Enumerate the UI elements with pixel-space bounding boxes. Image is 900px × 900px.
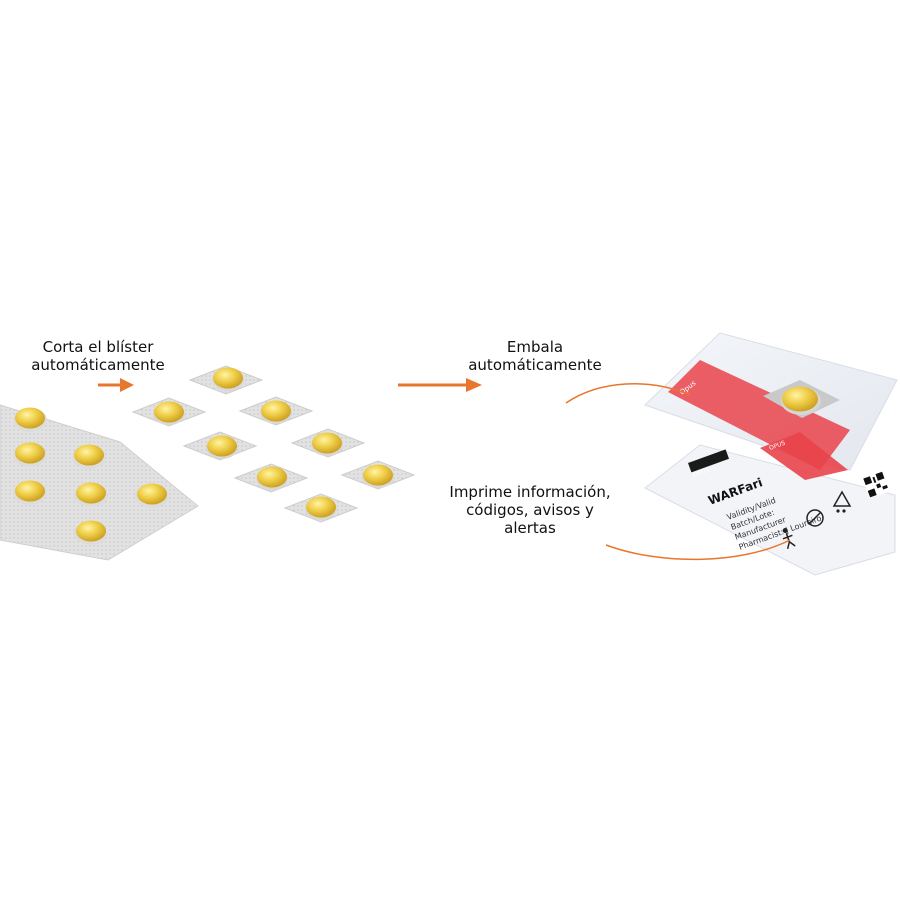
tablet (13, 480, 47, 505)
step-label-cut: Corta el blíster automáticamente (18, 338, 178, 374)
tablet (13, 407, 47, 432)
step-label-line: códigos, avisos y (466, 501, 594, 519)
step-label-print: Imprime información, códigos, avisos y a… (430, 483, 630, 537)
blister-unit (340, 460, 416, 490)
blister-unit (290, 428, 366, 458)
cut-blister-units (131, 365, 416, 523)
pregnancy-warning-icon (782, 527, 796, 549)
drowsiness-warning-icon (832, 490, 852, 513)
tablet (74, 520, 108, 545)
blister-unit (188, 365, 264, 395)
blister-unit (283, 493, 359, 523)
qr-code-icon (862, 470, 891, 499)
step-label-line: Corta el blíster (42, 338, 154, 356)
blister-unit (182, 431, 258, 461)
blister-sheet (0, 404, 199, 561)
packaged-pouches: Opus OPUS OPUS WARFari Validity/Valid Ba… (644, 332, 898, 576)
arrow-right-icon (398, 378, 482, 392)
step-label-line: Embala (506, 338, 564, 356)
step-label-line: automáticamente (468, 356, 602, 374)
blister-unit (238, 396, 314, 426)
step-label-pack: Embala automáticamente (455, 338, 615, 374)
tablet (74, 482, 108, 507)
tablet (13, 442, 47, 467)
step-label-line: automáticamente (31, 356, 165, 374)
tablet (72, 444, 106, 469)
pouch-front: OPUS OPUS WARFari Validity/Valid Batch/L… (644, 432, 896, 576)
no-alcohol-icon (806, 509, 824, 527)
arrow-right-icon (98, 378, 134, 392)
blister-unit (131, 397, 207, 427)
tablet (135, 483, 169, 508)
connector-curve (605, 539, 791, 561)
connector-curve (565, 383, 691, 404)
step-label-line: alertas (504, 519, 556, 537)
blister-unit (233, 463, 309, 493)
step-label-line: Imprime información, (449, 483, 611, 501)
